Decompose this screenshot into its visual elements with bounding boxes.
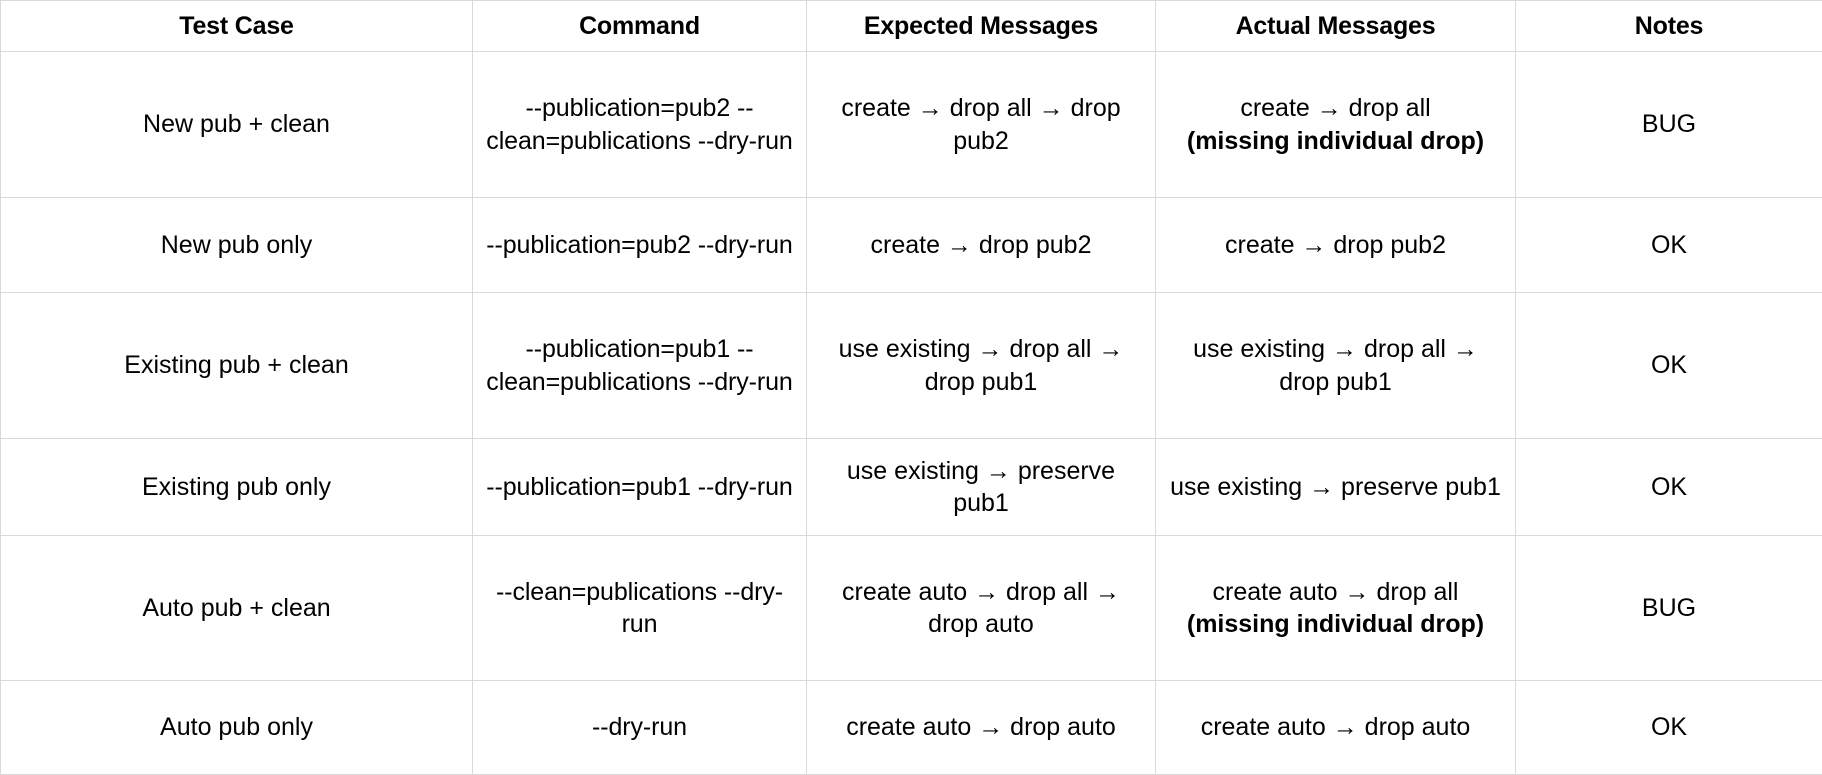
cell-actual[interactable]: create → drop pub2: [1156, 198, 1516, 293]
cell-command[interactable]: --clean=publications --dry-run: [473, 536, 807, 681]
table-row: New pub only --publication=pub2 --dry-ru…: [1, 198, 1822, 293]
table-body: New pub + clean --publication=pub2 --cle…: [1, 52, 1822, 775]
cell-command[interactable]: --publication=pub1 --clean=publications …: [473, 293, 807, 439]
column-header-test-case[interactable]: Test Case: [1, 1, 473, 52]
status-badge[interactable]: OK: [1516, 293, 1822, 439]
cell-test-case[interactable]: Existing pub only: [1, 439, 473, 536]
header-row: Test Case Command Expected Messages Actu…: [1, 1, 1822, 52]
actual-main-text: create auto → drop all: [1213, 578, 1459, 606]
status-badge[interactable]: BUG: [1516, 536, 1822, 681]
table-row: Existing pub + clean --publication=pub1 …: [1, 293, 1822, 439]
cell-actual[interactable]: use existing → preserve pub1: [1156, 439, 1516, 536]
cell-actual[interactable]: create auto → drop auto: [1156, 681, 1516, 775]
table-row: Existing pub only --publication=pub1 --d…: [1, 439, 1822, 536]
actual-main-text: create → drop all: [1240, 94, 1430, 122]
cell-test-case[interactable]: Existing pub + clean: [1, 293, 473, 439]
cell-expected[interactable]: use existing → drop all → drop pub1: [807, 293, 1156, 439]
cell-actual[interactable]: create auto → drop all (missing individu…: [1156, 536, 1516, 681]
cell-command[interactable]: --dry-run: [473, 681, 807, 775]
table-row: New pub + clean --publication=pub2 --cle…: [1, 52, 1822, 198]
status-badge[interactable]: OK: [1516, 198, 1822, 293]
cell-actual[interactable]: create → drop all (missing individual dr…: [1156, 52, 1516, 198]
column-header-command[interactable]: Command: [473, 1, 807, 52]
status-badge[interactable]: OK: [1516, 681, 1822, 775]
cell-actual[interactable]: use existing → drop all → drop pub1: [1156, 293, 1516, 439]
cell-expected[interactable]: create → drop all → drop pub2: [807, 52, 1156, 198]
cell-command[interactable]: --publication=pub2 --clean=publications …: [473, 52, 807, 198]
status-badge[interactable]: BUG: [1516, 52, 1822, 198]
cell-test-case[interactable]: New pub only: [1, 198, 473, 293]
column-header-notes[interactable]: Notes: [1516, 1, 1822, 52]
actual-main-text: create auto → drop auto: [1201, 713, 1471, 741]
cell-command[interactable]: --publication=pub1 --dry-run: [473, 439, 807, 536]
cell-command[interactable]: --publication=pub2 --dry-run: [473, 198, 807, 293]
cell-expected[interactable]: create auto → drop auto: [807, 681, 1156, 775]
column-header-expected[interactable]: Expected Messages: [807, 1, 1156, 52]
actual-bold-note: (missing individual drop): [1166, 125, 1505, 158]
table-header: Test Case Command Expected Messages Actu…: [1, 1, 1822, 52]
actual-main-text: use existing → drop all → drop pub1: [1193, 335, 1478, 396]
status-badge[interactable]: OK: [1516, 439, 1822, 536]
actual-bold-note: (missing individual drop): [1166, 608, 1505, 641]
actual-main-text: create → drop pub2: [1225, 231, 1446, 259]
column-header-actual[interactable]: Actual Messages: [1156, 1, 1516, 52]
table-row: Auto pub + clean --clean=publications --…: [1, 536, 1822, 681]
cell-expected[interactable]: use existing → preserve pub1: [807, 439, 1156, 536]
cell-expected[interactable]: create auto → drop all → drop auto: [807, 536, 1156, 681]
cell-test-case[interactable]: New pub + clean: [1, 52, 473, 198]
table-row: Auto pub only --dry-run create auto → dr…: [1, 681, 1822, 775]
cell-test-case[interactable]: Auto pub + clean: [1, 536, 473, 681]
actual-main-text: use existing → preserve pub1: [1170, 473, 1501, 501]
cell-expected[interactable]: create → drop pub2: [807, 198, 1156, 293]
cell-test-case[interactable]: Auto pub only: [1, 681, 473, 775]
